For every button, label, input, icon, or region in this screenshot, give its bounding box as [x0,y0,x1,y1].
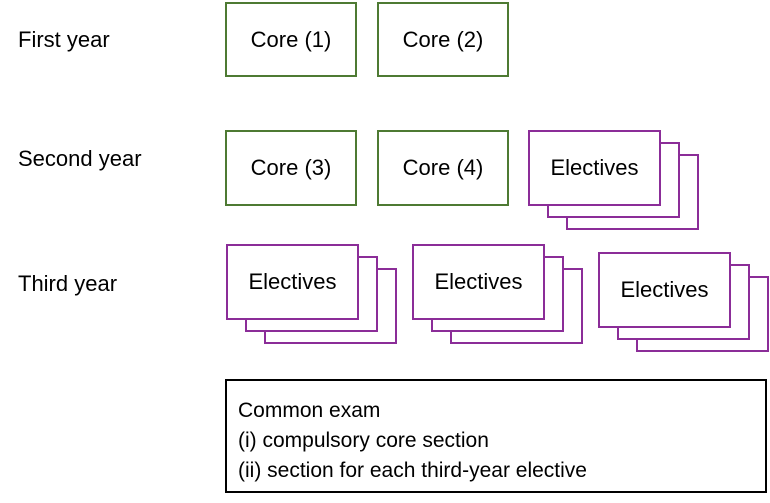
core-course-3: Core (3) [225,130,357,206]
common-exam-core-section: (i) compulsory core section [238,429,489,452]
core-course-1: Core (1) [225,2,357,77]
row-label-third-year: Third year [18,271,118,296]
row-label-second-year: Second year [18,146,142,171]
electives-card-third-year-c: Electives [598,252,731,328]
row-label-first-year: First year [18,27,110,52]
electives-card-third-year-a: Electives [226,244,359,320]
core-course-4: Core (4) [377,130,509,206]
common-exam-box: Common exam (i) compulsory core section … [225,379,767,493]
electives-card-second-year: Electives [528,130,661,206]
common-exam-title: Common exam [238,399,381,422]
common-exam-elective-section: (ii) section for each third-year electiv… [238,459,587,482]
core-course-2: Core (2) [377,2,509,77]
electives-card-third-year-b: Electives [412,244,545,320]
